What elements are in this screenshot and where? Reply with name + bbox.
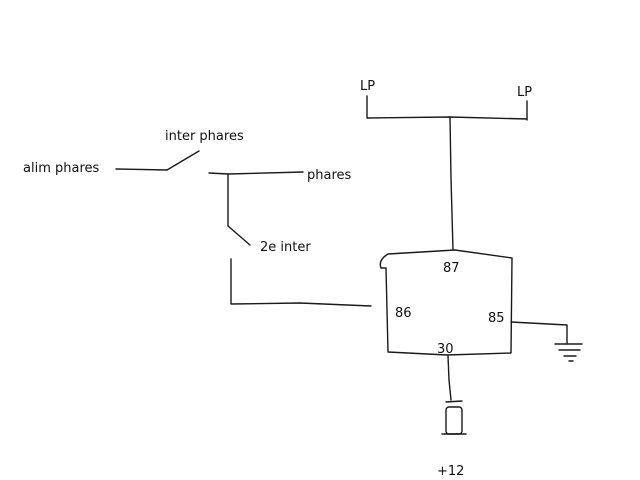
pin-30-label: 30 xyxy=(437,342,454,357)
2e-inter-label: 2e inter xyxy=(260,240,311,255)
alim-phares-wire xyxy=(115,168,168,171)
relay-box xyxy=(379,249,513,356)
lp-left-label: LP xyxy=(360,79,375,94)
wire-to-battery xyxy=(447,355,452,401)
2e-inter-switch xyxy=(227,225,251,246)
wire-to-pin-87 xyxy=(449,116,454,251)
pin-85-label: 85 xyxy=(488,311,505,326)
lp-bus-wire xyxy=(366,116,528,120)
pin-87-label: 87 xyxy=(443,261,460,276)
battery-icon xyxy=(441,400,467,435)
phares-label: phares xyxy=(307,168,352,183)
alim-phares-label: alim phares xyxy=(23,161,100,176)
phares-wire xyxy=(208,171,304,175)
wire-to-pin-86 xyxy=(230,258,372,307)
pin-86-label: 86 xyxy=(395,306,412,321)
plus12-label: +12 xyxy=(437,464,464,479)
inter-phares-switch xyxy=(166,150,200,171)
lp-right-label: LP xyxy=(517,85,532,100)
ground-icon xyxy=(554,343,583,362)
wire-to-ground xyxy=(510,321,568,345)
inter-phares-label: inter phares xyxy=(165,129,244,144)
